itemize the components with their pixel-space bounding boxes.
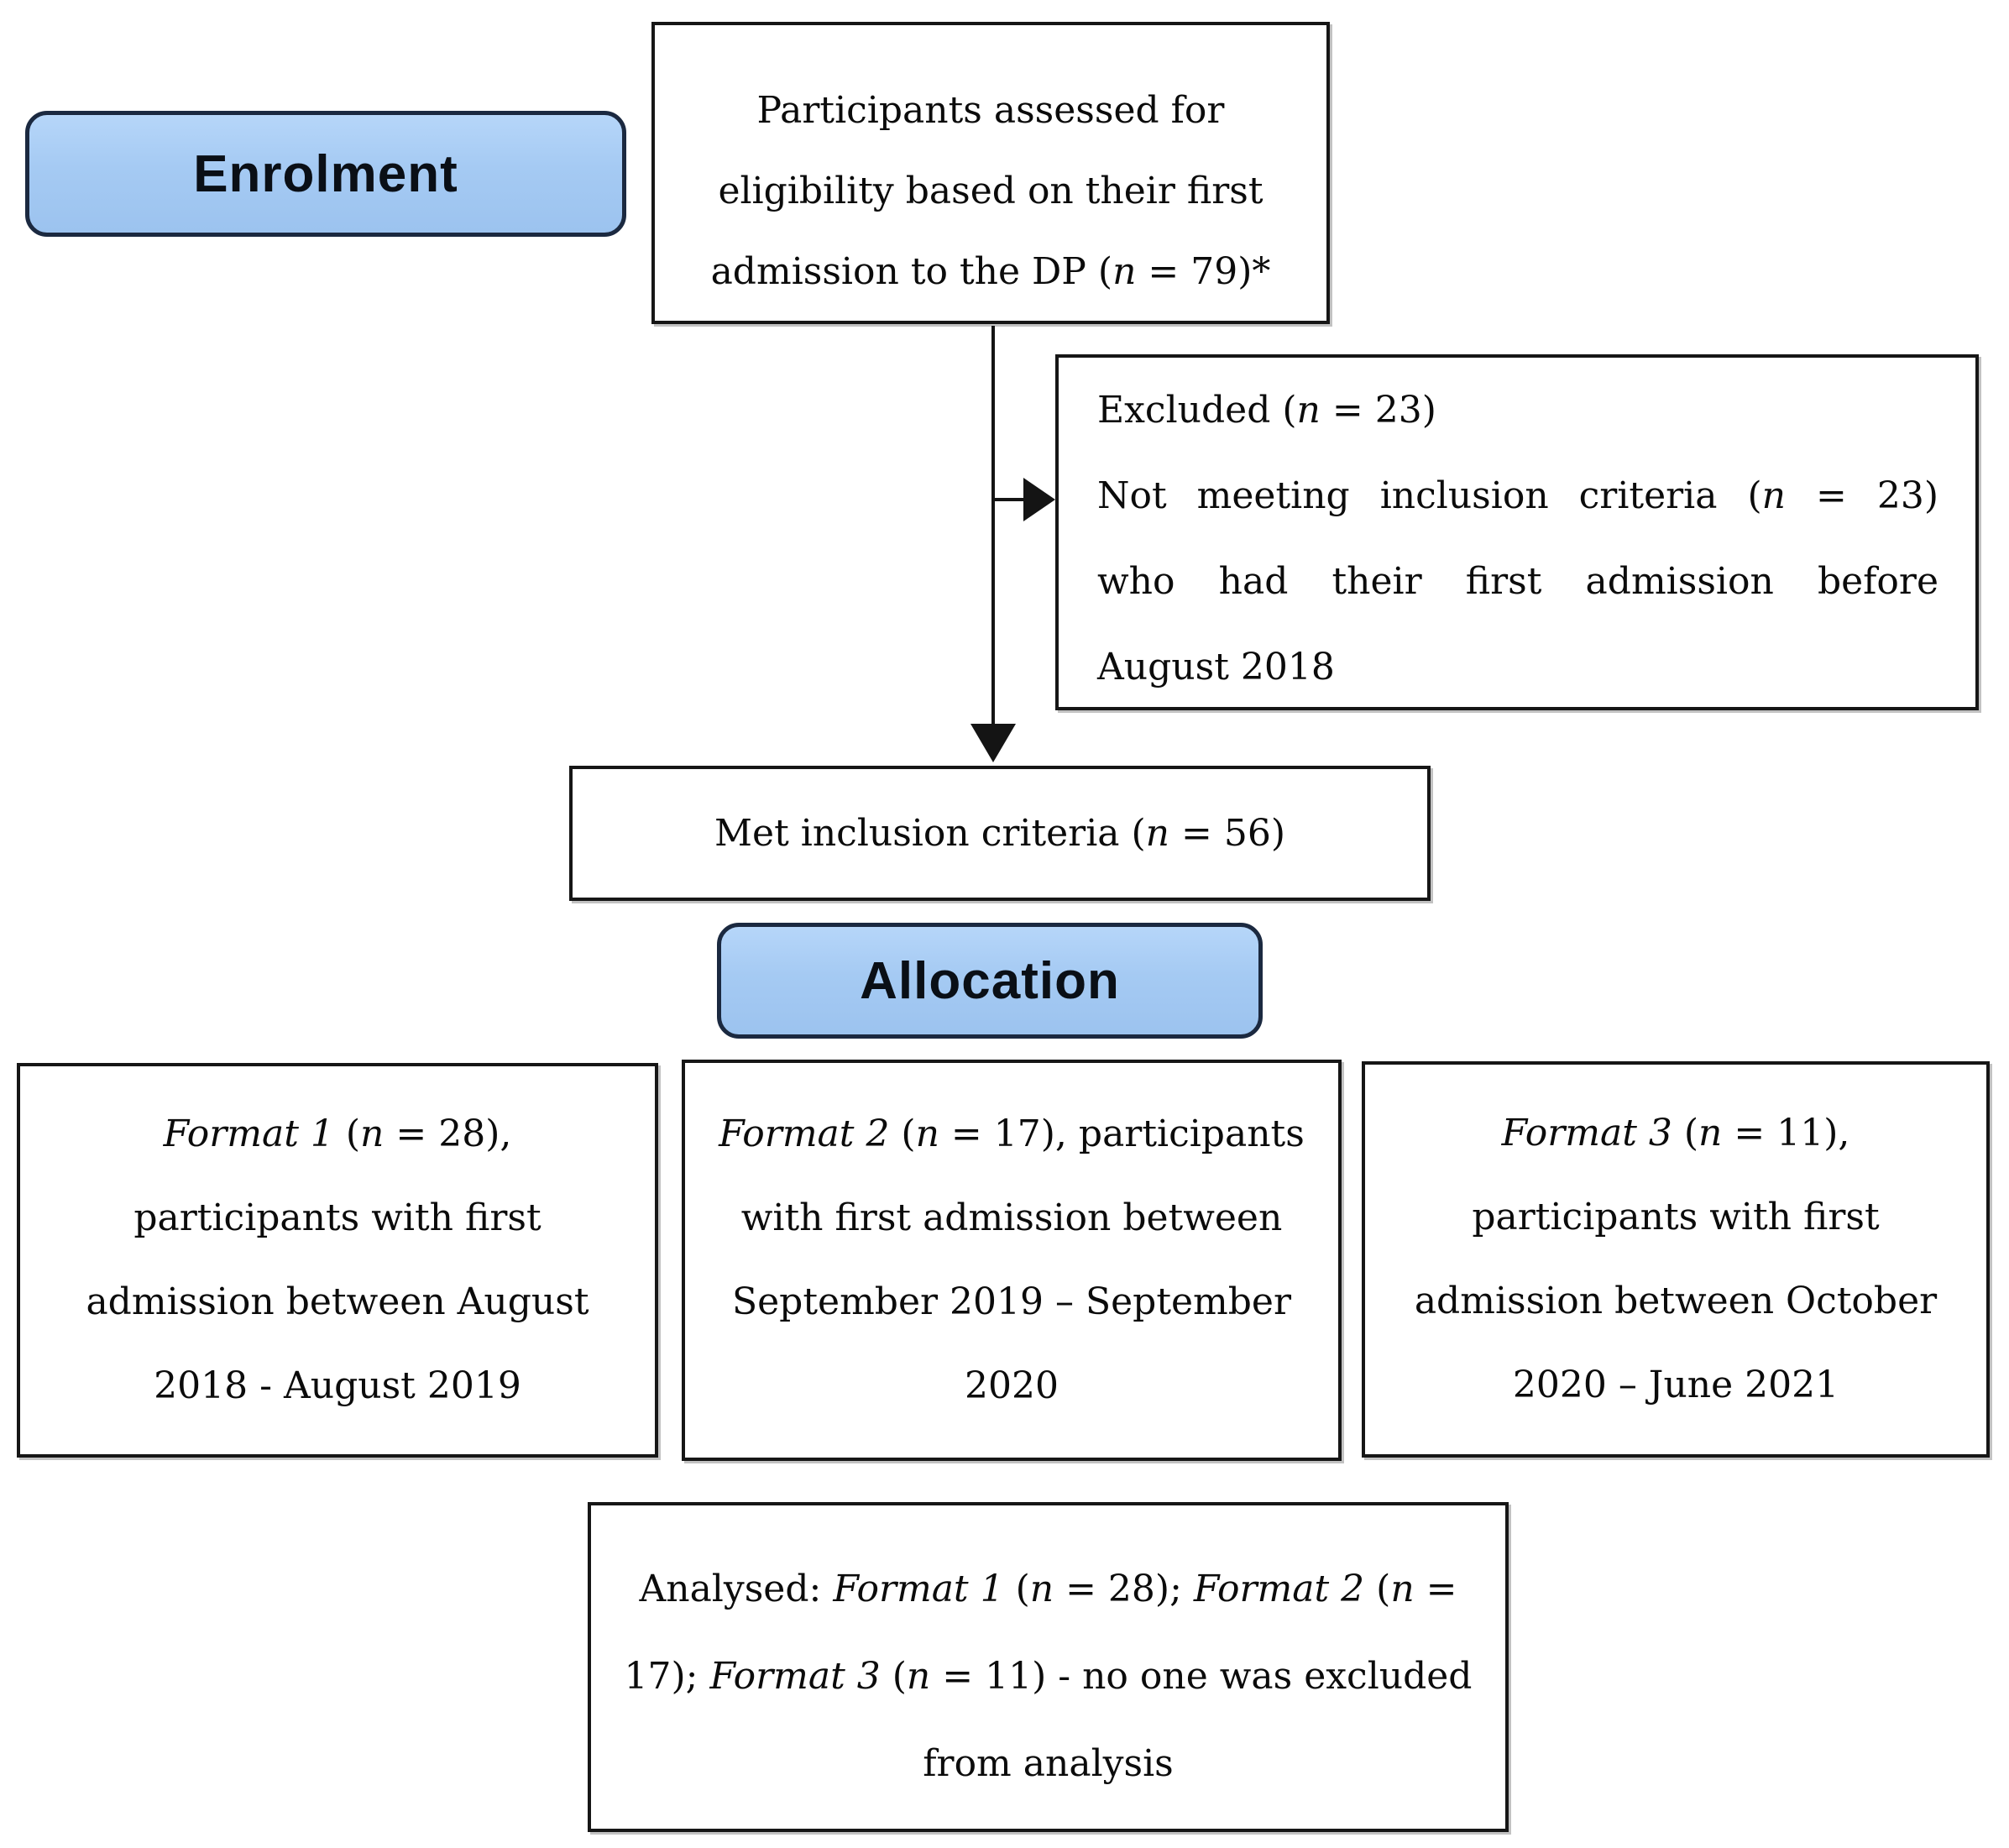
allocation-stage-label: Allocation xyxy=(860,951,1120,1010)
text-line: eligibility based on their first xyxy=(718,170,1263,212)
text-line: admission between October xyxy=(1414,1280,1938,1322)
down-arrow-line xyxy=(991,326,995,724)
text-line: Format 2 (n = 17), participants xyxy=(719,1112,1305,1155)
text-line: Format 3 (n = 11), xyxy=(1501,1112,1850,1154)
text-line: 2018 - August 2019 xyxy=(154,1364,521,1407)
format3-allocation-box: Format 3 (n = 11), participants with firs… xyxy=(1362,1061,1990,1458)
assessed-eligibility-box: Participants assessed for eligibility bas… xyxy=(651,22,1330,324)
text-line: who had their first admission before xyxy=(1097,560,1938,603)
format1-allocation-box: Format 1 (n = 28), participants with firs… xyxy=(17,1063,658,1458)
text-line: participants with first xyxy=(133,1196,541,1239)
excluded-branch-arrow-line xyxy=(993,498,1023,501)
down-arrowhead-icon xyxy=(970,724,1016,762)
text-line: Not meeting inclusion criteria (n = 23) xyxy=(1097,474,1938,517)
analysed-box: Analysed: Format 1 (n = 28); Format 2 (n… xyxy=(588,1502,1509,1832)
text-line: 2020 – June 2021 xyxy=(1512,1364,1839,1406)
text-line: with first admission between xyxy=(740,1196,1283,1239)
text-line: Participants assessed for xyxy=(756,89,1225,132)
text-line: from analysis xyxy=(923,1742,1174,1785)
enrolment-stage-header: Enrolment xyxy=(25,111,626,237)
text-line: Met inclusion criteria (n = 56) xyxy=(714,811,1285,855)
text-line: admission between August xyxy=(86,1280,589,1323)
text-line: August 2018 xyxy=(1097,646,1335,688)
text-line: 17); Format 3 (n = 11) - no one was excl… xyxy=(624,1655,1473,1698)
format2-allocation-box: Format 2 (n = 17), participants with firs… xyxy=(682,1060,1342,1461)
allocation-stage-header: Allocation xyxy=(717,923,1263,1039)
text-line: September 2019 – September xyxy=(732,1280,1291,1323)
right-arrowhead-icon xyxy=(1023,478,1055,521)
enrolment-stage-label: Enrolment xyxy=(193,144,458,203)
text-line: participants with first xyxy=(1472,1196,1880,1238)
text-line: Analysed: Format 1 (n = 28); Format 2 (n… xyxy=(639,1568,1457,1610)
met-inclusion-criteria-box: Met inclusion criteria (n = 56) xyxy=(569,766,1431,901)
excluded-box: Excluded (n = 23) Not meeting inclusion c… xyxy=(1055,354,1979,710)
text-line: Format 1 (n = 28), xyxy=(163,1112,512,1155)
text-line: admission to the DP (n = 79)* xyxy=(710,250,1271,293)
text-line: Excluded (n = 23) xyxy=(1097,389,1436,432)
text-line: 2020 xyxy=(965,1364,1059,1407)
